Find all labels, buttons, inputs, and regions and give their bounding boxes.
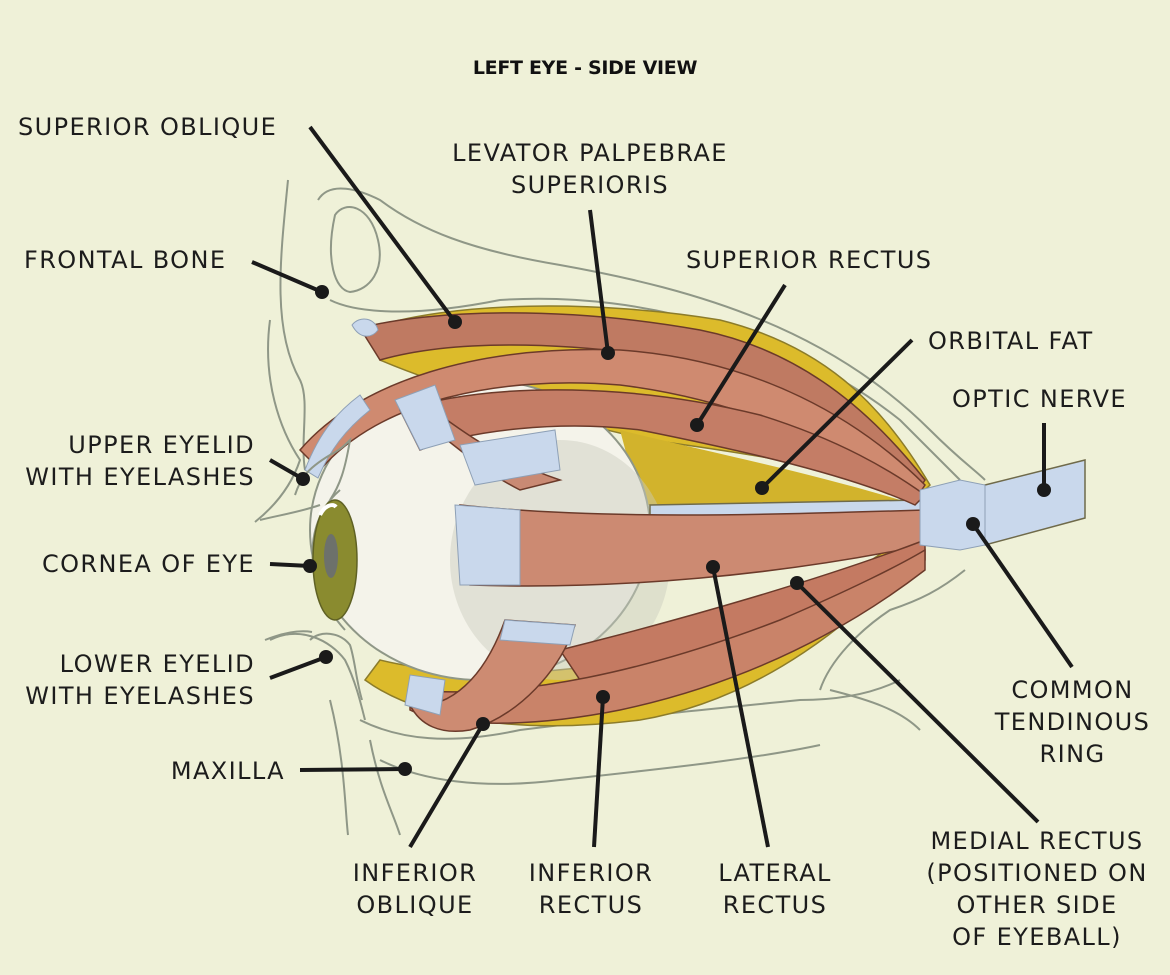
diagram-title: LEFT EYE - SIDE VIEW	[472, 57, 698, 79]
dot-orbital-fat	[755, 481, 769, 495]
upper-eyelashes	[259, 504, 321, 521]
tendons	[304, 318, 986, 716]
leader-maxilla	[299, 767, 406, 772]
muscles	[298, 312, 927, 732]
trochlea	[351, 318, 379, 337]
inferior-oblique-tendon	[499, 619, 576, 646]
frontal-sinus	[329, 206, 381, 294]
lower-eyelashes	[264, 630, 313, 641]
leader-inferior-oblique	[408, 722, 485, 849]
leader-orbital-fat	[760, 338, 914, 490]
dot-optic-nerve	[1037, 483, 1051, 497]
label-superior-oblique: SUPERIOR OBLIQUE	[18, 113, 278, 141]
label-common-tendinous-ring: COMMON TENDINOUS RING	[994, 676, 1151, 768]
label-inferior-oblique: INFERIOR OBLIQUE	[352, 859, 478, 919]
leader-inferior-rectus	[592, 696, 605, 848]
leader-lines	[251, 125, 1074, 849]
dot-cornea	[303, 559, 317, 573]
dot-medial-rectus	[790, 576, 804, 590]
leader-frontal-bone	[251, 260, 323, 294]
label-medial-rectus: MEDIAL RECTUS (POSITIONED ON OTHER SIDE …	[926, 827, 1148, 951]
frontal-bone-shape	[317, 187, 986, 481]
leader-levator	[588, 209, 610, 354]
label-superior-rectus: SUPERIOR RECTUS	[686, 246, 933, 274]
inferior-oblique-shape	[408, 619, 577, 732]
leader-lateral-rectus	[711, 566, 770, 848]
lower-eyelid-outline	[269, 632, 366, 721]
label-frontal-bone: FRONTAL BONE	[24, 246, 227, 274]
pupil	[324, 534, 338, 578]
dot-upper-eyelid	[296, 472, 310, 486]
leader-medial-rectus	[795, 581, 1040, 824]
label-cornea: CORNEA OF EYE	[41, 550, 255, 578]
superior-oblique-tendon	[459, 429, 561, 486]
leader-lower-eyelid	[269, 655, 327, 680]
label-maxilla: MAXILLA	[170, 757, 285, 785]
label-optic-nerve: OPTIC NERVE	[952, 385, 1127, 413]
label-lower-eyelid: LOWER EYELID WITH EYELASHES	[25, 650, 255, 710]
dot-frontal-bone	[315, 285, 329, 299]
label-inferior-rectus: INFERIOR RECTUS	[528, 859, 654, 919]
label-orbital-fat: ORBITAL FAT	[928, 327, 1094, 355]
dot-inferior-oblique	[476, 717, 490, 731]
orbital-fat-middle	[620, 430, 900, 510]
label-upper-eyelid: UPPER EYELID WITH EYELASHES	[25, 431, 255, 491]
label-levator-palpebrae-superioris: LEVATOR PALPEBRAE SUPERIORIS	[452, 139, 728, 199]
superior-rectus-tendon	[394, 384, 456, 451]
dot-superior-oblique	[448, 315, 462, 329]
lateral-rectus-tendon	[454, 504, 521, 586]
tendinous-ring-shape	[919, 479, 986, 551]
leader-superior-rectus	[695, 283, 787, 427]
levator-tendon	[304, 394, 371, 479]
eye-highlight	[318, 503, 338, 516]
dot-superior-rectus	[690, 418, 704, 432]
dot-maxilla	[398, 762, 412, 776]
dot-common-tendinous-ring	[966, 517, 980, 531]
lower-eyelid-shape	[309, 632, 363, 701]
inferior-rectus-tendon	[404, 674, 446, 716]
dot-lower-eyelid	[319, 650, 333, 664]
leader-common-tendinous-ring	[971, 522, 1074, 669]
dot-levator	[601, 346, 615, 360]
dot-inferior-rectus	[596, 690, 610, 704]
label-lateral-rectus: LATERAL RECTUS	[718, 859, 832, 919]
leader-superior-oblique	[308, 125, 457, 324]
dot-lateral-rectus	[706, 560, 720, 574]
